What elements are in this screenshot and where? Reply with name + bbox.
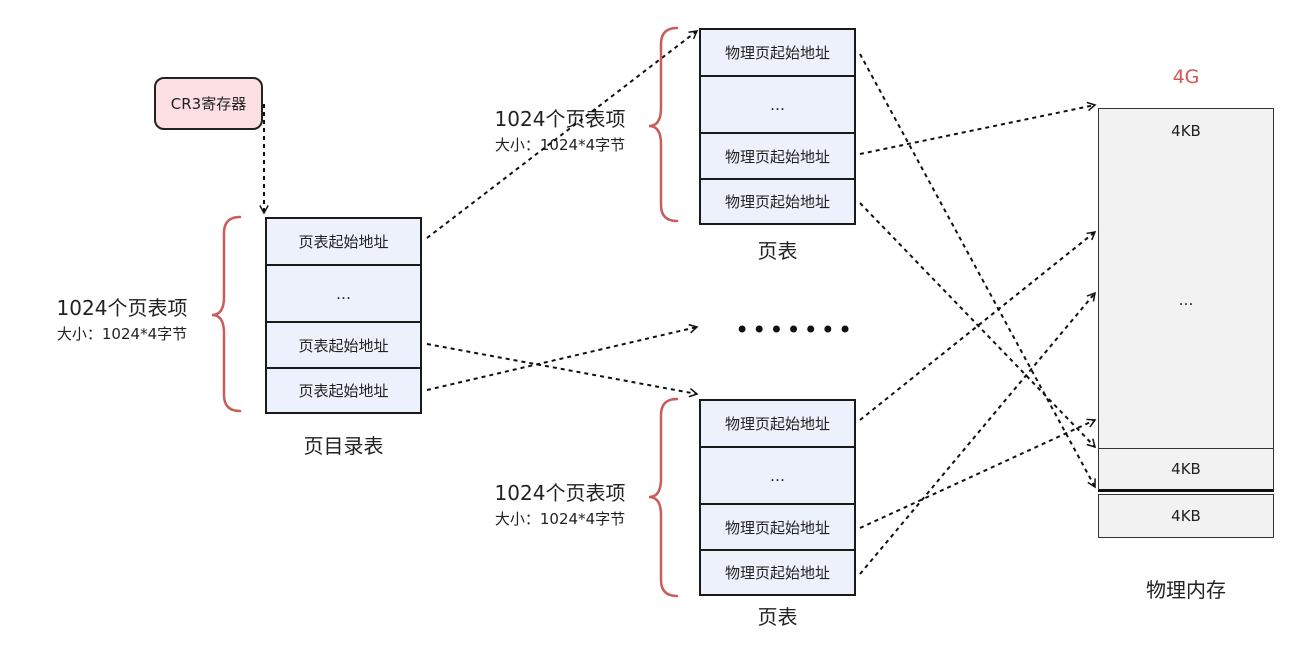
directory-to-bottom-table-arrow (426, 343, 699, 398)
page-directory-count-label: 1024个页表项 (56, 296, 188, 320)
page-table-top-count-label: 1024个页表项 (494, 107, 626, 131)
directory-to-more-tables-arrow (426, 323, 699, 391)
bottom-table-to-memory-arrow (859, 418, 1097, 529)
page-table-top-brace (648, 26, 679, 223)
top-table-to-memory-arrow (859, 202, 1097, 449)
memory-block: … (1098, 152, 1274, 449)
page-table-entry: 物理页起始地址 (701, 132, 854, 178)
cr3-register-label: CR3寄存器 (170, 95, 247, 113)
memory-block: 4KB (1098, 448, 1274, 492)
top-table-to-memory-arrow (859, 53, 1096, 489)
page-directory-entry: 页表起始地址 (267, 367, 420, 412)
page-table-entry: 物理页起始地址 (701, 503, 854, 549)
page-table-bottom: 物理页起始地址 … 物理页起始地址 物理页起始地址 (699, 399, 856, 596)
page-table-top: 物理页起始地址 … 物理页起始地址 物理页起始地址 (699, 28, 856, 225)
directory-to-top-table-arrow (426, 30, 699, 239)
page-directory-entry: 页表起始地址 (267, 321, 420, 367)
page-table-bottom-count-label: 1024个页表项 (494, 481, 626, 505)
page-directory-size-label: 大小：1024*4字节 (56, 325, 188, 343)
page-table-entry: … (701, 75, 854, 132)
memory-block: 4KB (1098, 494, 1274, 538)
page-table-entry: … (701, 446, 854, 503)
top-table-to-memory-arrow (859, 101, 1097, 155)
page-directory-entry: … (267, 264, 420, 321)
page-table-top-size-label: 大小：1024*4字节 (494, 136, 626, 154)
page-directory-table: 页表起始地址 … 页表起始地址 页表起始地址 (265, 217, 422, 414)
bottom-table-to-memory-arrow (859, 231, 1097, 421)
memory-caption: 物理内存 (1146, 578, 1226, 602)
page-table-entry: 物理页起始地址 (701, 401, 854, 446)
page-table-entry: 物理页起始地址 (701, 30, 854, 75)
page-table-entry: 物理页起始地址 (701, 178, 854, 223)
page-table-bottom-brace (648, 397, 679, 598)
bottom-table-to-memory-arrow (859, 291, 1096, 575)
memory-size-label: 4G (1172, 66, 1200, 88)
page-table-top-caption: 页表 (757, 239, 798, 263)
cr3-register: CR3寄存器 (154, 77, 263, 130)
page-table-bottom-size-label: 大小：1024*4字节 (494, 510, 626, 528)
page-directory-entry: 页表起始地址 (267, 219, 420, 264)
page-directory-caption: 页目录表 (303, 434, 384, 458)
page-table-bottom-caption: 页表 (757, 605, 798, 629)
page-table-entry: 物理页起始地址 (701, 549, 854, 594)
page-directory-brace (211, 215, 242, 413)
